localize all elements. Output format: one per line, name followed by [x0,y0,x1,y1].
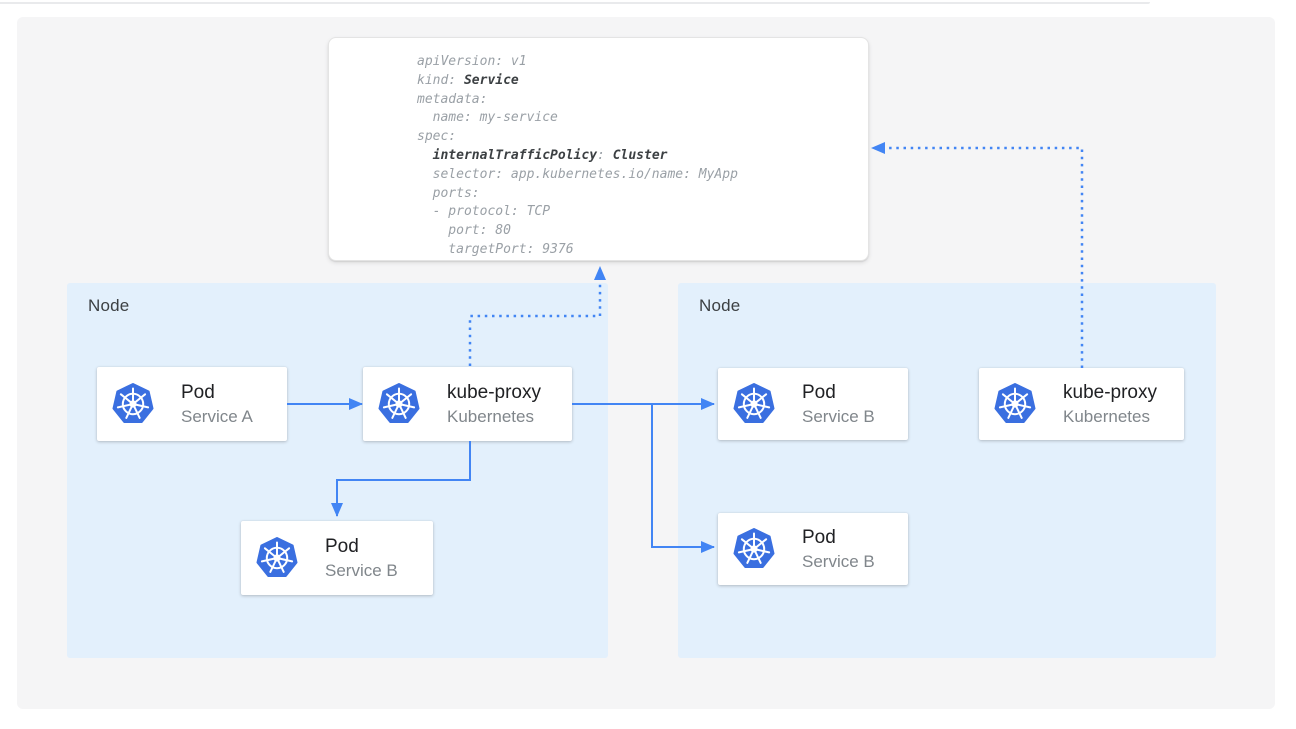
card-title: Pod [802,526,875,550]
card-kube-proxy-right: kube-proxy Kubernetes [979,368,1184,440]
node-label: Node [88,296,129,316]
card-pod-service-b-right-2: Pod Service B [718,513,908,585]
yaml-line: name: my-service [417,109,858,128]
node-label: Node [699,296,740,316]
yaml-line-internal-traffic-policy: internalTrafficPolicy: Cluster [417,147,858,166]
kubernetes-icon [255,536,299,580]
kubernetes-icon [111,382,155,426]
card-title: Pod [325,535,398,559]
card-title: Pod [181,381,253,405]
card-title: kube-proxy [1063,381,1157,405]
node-right: Node Pod Service B kube-proxy Kubernetes… [678,283,1216,658]
card-pod-service-b-right-1: Pod Service B [718,368,908,440]
yaml-line: port: 80 [417,222,858,241]
card-title: Pod [802,381,875,405]
kubernetes-icon [993,382,1037,426]
top-divider [0,2,1150,4]
kubernetes-icon [732,527,776,571]
card-subtitle: Kubernetes [447,405,541,428]
kubernetes-icon [377,382,421,426]
card-kube-proxy-left: kube-proxy Kubernetes [363,367,572,441]
yaml-line: - protocol: TCP [417,203,858,222]
yaml-line: apiVersion: v1 [417,53,858,72]
card-title: kube-proxy [447,381,541,405]
card-pod-service-a: Pod Service A [97,367,287,441]
card-subtitle: Service B [325,559,398,582]
card-subtitle: Service A [181,405,253,428]
card-subtitle: Service B [802,550,875,573]
yaml-line: targetPort: 9376 [417,241,858,260]
card-subtitle: Kubernetes [1063,405,1157,428]
card-subtitle: Service B [802,405,875,428]
yaml-line: kind: Service [417,72,858,91]
card-pod-service-b-left: Pod Service B [241,521,433,595]
node-left: Node Pod Service A kube-proxy Kubernetes… [67,283,608,658]
yaml-line: spec: [417,128,858,147]
yaml-line: metadata: [417,91,858,110]
yaml-line: selector: app.kubernetes.io/name: MyApp [417,166,858,185]
kubernetes-icon [732,382,776,426]
service-yaml-panel: apiVersion: v1 kind: Service metadata: n… [328,37,869,261]
yaml-line: ports: [417,185,858,204]
